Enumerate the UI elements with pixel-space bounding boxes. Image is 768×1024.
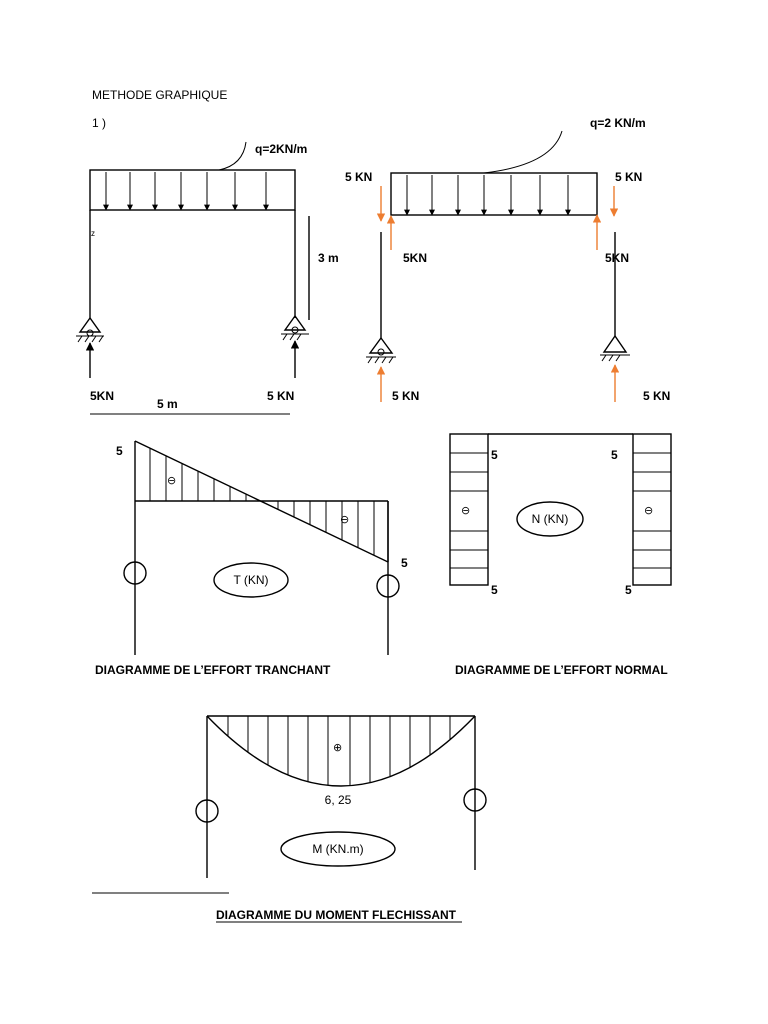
moment-diagram: ⊕ 6, 25 M (KN.m) — [195, 715, 487, 878]
normal-hatch-left — [450, 452, 488, 569]
left-load-label: q=2KN/m — [255, 142, 307, 156]
left-reaction-b-label: 5 KN — [267, 389, 294, 403]
left-support-a — [76, 316, 104, 343]
node-label: z — [91, 229, 95, 238]
right-load-leader — [483, 130, 563, 174]
moment-hinge-right — [463, 788, 487, 812]
shear-sign-top: ⊖ — [167, 474, 176, 487]
shear-label-ellipse — [213, 562, 289, 598]
page-title: METHODE GRAPHIQUE — [92, 88, 227, 102]
right-reaction-a-label: 5 KN — [392, 389, 419, 403]
normal-label: N (KN) — [532, 512, 569, 526]
shear-diagram: ⊖ ⊖ 5 5 T (KN) — [116, 440, 408, 655]
right-load-label: q=2 KN/m — [590, 116, 646, 130]
shear-value-right: 5 — [401, 556, 408, 570]
left-reaction-a-label: 5KN — [90, 389, 114, 403]
right-support-b — [600, 334, 630, 362]
left-frame: q=2KN/m z 3 m 5KN 5 KN 5 m — [76, 141, 339, 415]
normal-value-top-left: 5 — [491, 448, 498, 462]
moment-hatch — [227, 716, 451, 786]
shear-sign-bottom: ⊖ — [340, 513, 349, 526]
left-support-b — [281, 314, 309, 341]
normal-sign-right: ⊖ — [644, 504, 653, 517]
column-right-force-label: 5KN — [605, 251, 629, 265]
left-load-arrows — [103, 172, 269, 211]
shear-label: T (KN) — [233, 573, 268, 587]
moment-curve — [206, 715, 476, 787]
normal-sign-left: ⊖ — [461, 504, 470, 517]
column-left-force-label: 5KN — [403, 251, 427, 265]
shear-caption: DIAGRAMME DE L’EFFORT TRANCHANT — [95, 663, 331, 677]
moment-label-ellipse — [280, 831, 396, 867]
normal-caption: DIAGRAMME DE L’EFFORT NORMAL — [455, 663, 668, 677]
shear-value-left: 5 — [116, 444, 123, 458]
shear-hatch — [149, 448, 375, 555]
normal-hatch-right — [633, 452, 671, 569]
height-label: 3 m — [318, 251, 339, 265]
right-load-arrows — [404, 175, 571, 216]
shear-hinge-right — [376, 574, 400, 598]
left-load-leader — [218, 141, 247, 171]
left-distributed-load-box — [89, 169, 296, 211]
top-right-force-label: 5 KN — [615, 170, 642, 184]
normal-column-left-area — [449, 433, 489, 586]
shear-line — [134, 440, 389, 563]
question-number: 1 ) — [92, 116, 106, 130]
right-distributed-load-box — [390, 172, 598, 216]
moment-max-value: 6, 25 — [325, 793, 352, 807]
normal-value-bottom-left: 5 — [491, 583, 498, 597]
normal-label-ellipse — [516, 501, 584, 537]
moment-label: M (KN.m) — [312, 842, 363, 856]
shear-hinge-left — [123, 561, 147, 585]
normal-value-bottom-right: 5 — [625, 583, 632, 597]
normal-column-right-area — [632, 433, 672, 586]
right-reaction-b-label: 5 KN — [643, 389, 670, 403]
normal-value-top-right: 5 — [611, 448, 618, 462]
moment-hinge-left — [195, 799, 219, 823]
right-frame: q=2 KN/m 5 KN 5 KN 5KN 5KN 5 KN — [345, 116, 670, 403]
span-label: 5 m — [157, 397, 178, 411]
moment-caption: DIAGRAMME DU MOMENT FLECHISSANT — [216, 908, 457, 922]
right-support-a — [366, 336, 396, 364]
moment-sign: ⊕ — [333, 741, 342, 754]
normal-diagram: ⊖ ⊖ 5 5 5 5 N (KN) — [449, 433, 672, 597]
top-left-force-label: 5 KN — [345, 170, 372, 184]
